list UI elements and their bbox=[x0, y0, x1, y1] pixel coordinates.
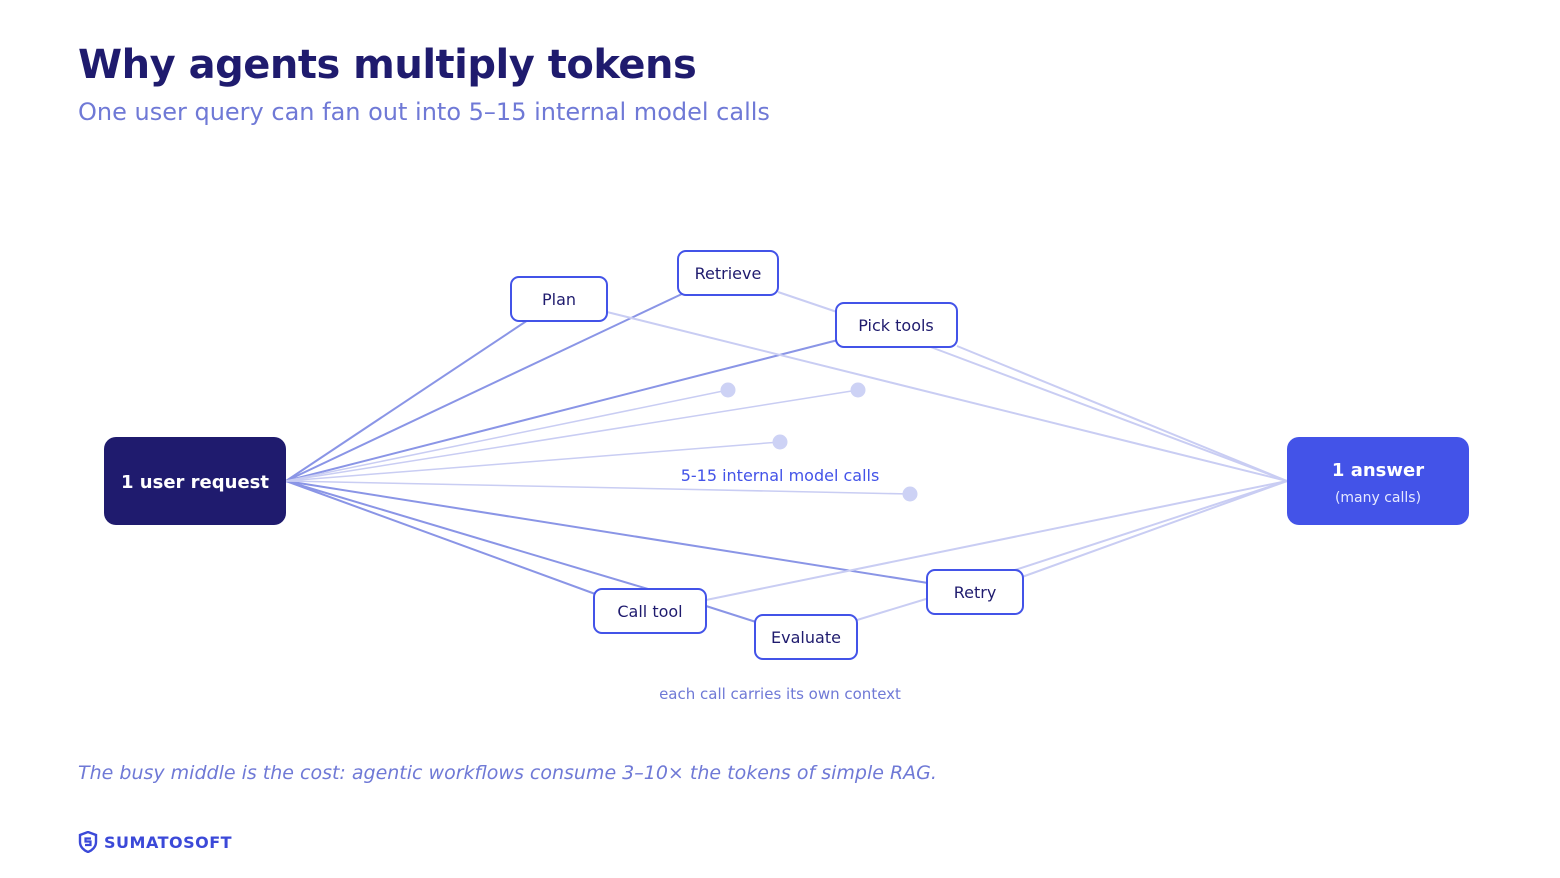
call-dot bbox=[720, 382, 736, 398]
page-title: Why agents multiply tokens bbox=[78, 42, 697, 88]
target-node-label: 1 answer bbox=[1332, 460, 1424, 481]
step-label: Retry bbox=[954, 583, 997, 602]
edge-source-dot-4 bbox=[285, 480, 911, 495]
edge-source-plan bbox=[285, 319, 529, 482]
brand-name: SUMATOSOFT bbox=[104, 832, 233, 852]
edge-retrieve-picktools bbox=[777, 291, 841, 314]
call-dot bbox=[902, 486, 918, 502]
edge-source-retry bbox=[285, 480, 929, 584]
source-node: 1 user request bbox=[104, 437, 286, 525]
edge-calltool-answer bbox=[705, 480, 1288, 601]
step-node-call-tool: Call tool bbox=[593, 588, 707, 634]
step-label: Call tool bbox=[617, 602, 682, 621]
target-node-sublabel: (many calls) bbox=[1335, 490, 1421, 506]
center-label: 5-15 internal model calls bbox=[681, 466, 880, 485]
dot-connections bbox=[285, 389, 911, 495]
edge-source-call-tool-b bbox=[285, 480, 649, 590]
step-node-plan: Plan bbox=[510, 276, 608, 322]
edge-source-dot-3 bbox=[285, 441, 781, 482]
step-node-pick-tools: Pick tools bbox=[835, 302, 958, 348]
source-node-label: 1 user request bbox=[121, 472, 269, 493]
step-node-retrieve: Retrieve bbox=[677, 250, 779, 296]
call-dots bbox=[720, 382, 918, 502]
call-dot bbox=[850, 382, 866, 398]
edge-picktools-answer-b bbox=[956, 345, 1288, 482]
edge-retry-answer-a bbox=[1014, 480, 1288, 571]
edge-source-dot-2 bbox=[285, 389, 859, 482]
source-connections bbox=[285, 292, 929, 623]
step-label: Pick tools bbox=[858, 316, 934, 335]
edge-calltool-evaluate bbox=[705, 605, 757, 623]
edge-evaluate-retry bbox=[856, 598, 927, 621]
shield-logo-icon bbox=[78, 831, 98, 853]
edge-picktools-answer-a bbox=[927, 345, 1288, 482]
edge-source-dot-1 bbox=[285, 389, 729, 482]
brand-logo: SUMATOSOFT bbox=[78, 831, 232, 853]
target-node: 1 answer (many calls) bbox=[1287, 437, 1469, 525]
target-connections bbox=[606, 291, 1288, 621]
step-node-evaluate: Evaluate bbox=[754, 614, 858, 660]
step-label: Plan bbox=[542, 290, 576, 309]
edge-retry-answer-b bbox=[1021, 480, 1288, 578]
footnote: The busy middle is the cost: agentic wor… bbox=[78, 762, 937, 784]
edge-source-call-tool-a bbox=[285, 480, 599, 596]
edge-plan-answer bbox=[606, 311, 1288, 482]
step-label: Evaluate bbox=[771, 628, 841, 647]
edge-source-retrieve bbox=[285, 292, 685, 482]
edge-source-pick-tools bbox=[285, 339, 839, 482]
step-node-retry: Retry bbox=[926, 569, 1024, 615]
step-label: Retrieve bbox=[695, 264, 762, 283]
page-subtitle: One user query can fan out into 5–15 int… bbox=[78, 98, 770, 126]
call-dot bbox=[772, 434, 788, 450]
bottom-label: each call carries its own context bbox=[659, 685, 901, 703]
